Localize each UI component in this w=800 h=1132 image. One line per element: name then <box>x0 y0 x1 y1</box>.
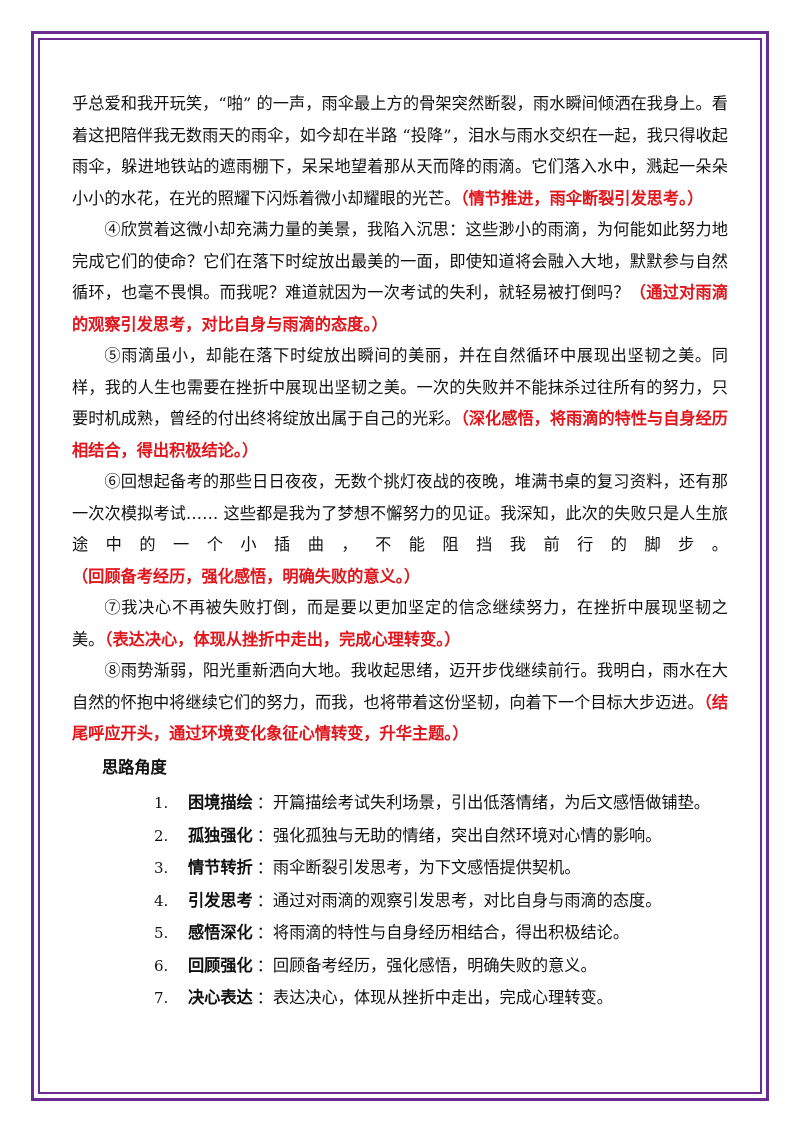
paragraph-text: ⑥回想起备考的那些日日夜夜，无数个挑灯夜战的夜晚，堆满书桌的复习资料，还有那一次… <box>72 472 728 554</box>
list-item: 6. 回顾强化：回顾备考经历，强化感悟，明确失败的意义。 <box>154 950 728 983</box>
item-description: ：开篇描绘考试失利场景，引出低落情绪，为后文感悟做铺垫。 <box>256 793 710 812</box>
page-border-inner <box>38 38 762 1094</box>
paragraph-4: ④欣赏着这微小却充满力量的美景，我陷入沉思：这些渺小的雨滴，为何能如此努力地完成… <box>72 214 728 340</box>
item-term: 决心表达 <box>188 988 253 1007</box>
paragraph-text: ⑧雨势渐弱，阳光重新洒向大地。我收起思绪，迈开步伐继续前行。我明白，雨水在大自然… <box>72 661 728 712</box>
item-number: 3. <box>154 859 169 877</box>
section-heading: 思路角度 <box>102 757 167 777</box>
annotation-note: （结尾呼应开头，通过环境变化象征心情转变，升华主题。） <box>72 692 729 744</box>
item-description: ：雨伞断裂引发思考，为下文感悟提供契机。 <box>256 858 581 877</box>
item-number: 6. <box>154 956 169 975</box>
list-item: 3. 情节转折：雨伞断裂引发思考，为下文感悟提供契机。 <box>154 852 728 885</box>
item-number: 4. <box>154 891 169 910</box>
item-term: 孤独强化 <box>188 825 253 845</box>
list-item: 1. 困境描绘：开篇描绘考试失利场景，引出低落情绪，为后文感悟做铺垫。 <box>154 787 728 820</box>
item-term: 感悟深化 <box>188 923 253 942</box>
item-description: ：回顾备考经历，强化感悟，明确失败的意义。 <box>256 955 597 975</box>
list-item: 4. 引发思考：通过对雨滴的观察引发思考，对比自身与雨滴的态度。 <box>154 885 728 918</box>
annotation-note: （表达决心，体现从挫折中走出，完成心理转变。） <box>104 629 461 649</box>
essay-content: 乎总爱和我开玩笑，“啪” 的一声，雨伞最上方的骨架突然断裂，雨水瞬间倾洒在我身上… <box>72 88 728 1015</box>
item-number: 7. <box>154 989 169 1007</box>
approach-list: 1. 困境描绘：开篇描绘考试失利场景，引出低落情绪，为后文感悟做铺垫。 2. 孤独强… <box>72 787 728 1015</box>
item-description: ：强化孤独与无助的情绪，突出自然环境对心情的影响。 <box>256 825 662 845</box>
list-item: 7. 决心表达：表达决心，体现从挫折中走出，完成心理转变。 <box>154 982 728 1015</box>
paragraph-5: ⑤雨滴虽小，却能在落下时绽放出瞬间的美丽，并在自然循环中展现出坚韧之美。同样，我… <box>72 340 728 466</box>
paragraph-7: ⑦我决心不再被失败打倒，而是要以更加坚定的信念继续努力，在挫折中展现坚韧之美。（… <box>72 592 728 655</box>
paragraph-text: ⑦我决心不再被失败打倒，而是要以更加坚定的信念继续努力，在挫折中展现坚韧之美。 <box>72 598 728 649</box>
page-border-outer <box>31 31 769 1101</box>
annotation-note: （深化感悟，将雨滴的特性与自身经历相结合，得出积极结论。） <box>72 409 728 460</box>
paragraph-text: ⑤雨滴虽小，却能在落下时绽放出瞬间的美丽，并在自然循环中展现出坚韧之美。同样，我… <box>72 346 728 428</box>
item-term: 引发思考 <box>188 890 253 910</box>
item-number: 1. <box>154 794 169 812</box>
annotation-note: （通过对雨滴的观察引发思考，对比自身与雨滴的态度。） <box>72 283 729 334</box>
list-item: 2. 孤独强化：强化孤独与无助的情绪，突出自然环境对心情的影响。 <box>154 820 728 853</box>
item-description: ：表达决心，体现从挫折中走出，完成心理转变。 <box>256 988 613 1007</box>
item-term: 回顾强化 <box>188 955 253 975</box>
paragraph-3-continued: 乎总爱和我开玩笑，“啪” 的一声，雨伞最上方的骨架突然断裂，雨水瞬间倾洒在我身上… <box>72 88 728 214</box>
item-number: 5. <box>154 924 169 942</box>
list-item: 5. 感悟深化：将雨滴的特性与自身经历相结合，得出积极结论。 <box>154 917 728 950</box>
item-number: 2. <box>154 826 169 845</box>
item-description: ：将雨滴的特性与自身经历相结合，得出积极结论。 <box>256 923 630 942</box>
item-term: 困境描绘 <box>188 793 253 812</box>
item-description: ：通过对雨滴的观察引发思考，对比自身与雨滴的态度。 <box>256 890 662 910</box>
paragraph-text: 乎总爱和我开玩笑，“啪” 的一声，雨伞最上方的骨架突然断裂，雨水瞬间倾洒在我身上… <box>72 94 728 208</box>
paragraph-text: ④欣赏着这微小却充满力量的美景，我陷入沉思：这些渺小的雨滴，为何能如此努力地完成… <box>72 220 728 302</box>
paragraph-8: ⑧雨势渐弱，阳光重新洒向大地。我收起思绪，迈开步伐继续前行。我明白，雨水在大自然… <box>72 655 728 750</box>
annotation-note: （情节推进，雨伞断裂引发思考。） <box>460 188 704 208</box>
annotation-note: （回顾备考经历，强化感悟，明确失败的意义。） <box>72 566 421 586</box>
item-term: 情节转折 <box>188 858 253 877</box>
paragraph-6: ⑥回想起备考的那些日日夜夜，无数个挑灯夜战的夜晚，堆满书桌的复习资料，还有那一次… <box>72 466 728 592</box>
